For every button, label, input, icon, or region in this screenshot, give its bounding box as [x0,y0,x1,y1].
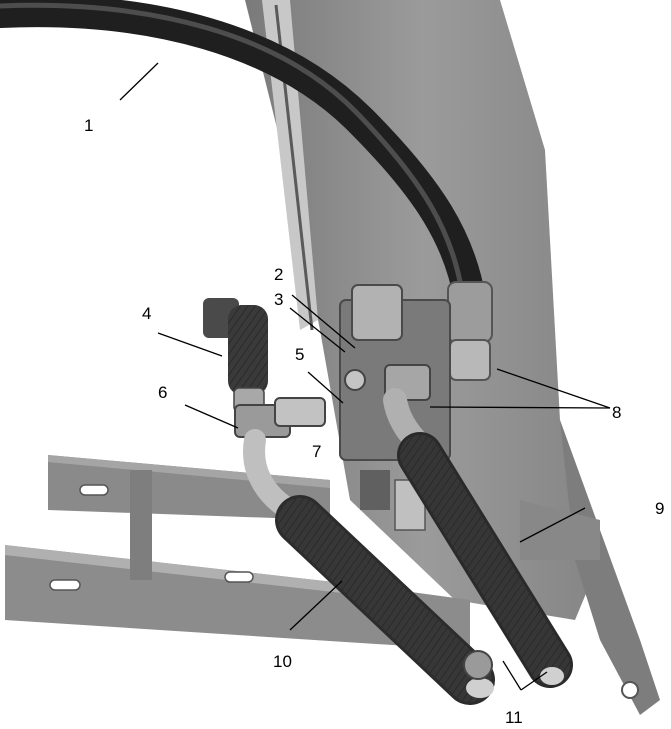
lower-right-hose [383,388,573,688]
callout-11: 11 [505,708,523,727]
valve-body [339,284,451,531]
callout-3: 3 [274,290,284,309]
base-bracket [5,455,600,650]
short-hose [203,298,326,438]
callout-1: 1 [84,116,94,135]
leader-lines [119,62,611,691]
callout-9: 9 [655,499,665,518]
lower-left-hose [243,429,495,705]
callout-2: 2 [274,265,284,284]
callout-6: 6 [158,383,168,402]
callout-8: 8 [612,403,622,422]
main-hose [0,0,493,381]
callout-5: 5 [295,345,305,364]
callout-4: 4 [142,304,152,323]
callout-7: 7 [312,442,322,461]
callout-10: 10 [273,652,292,671]
